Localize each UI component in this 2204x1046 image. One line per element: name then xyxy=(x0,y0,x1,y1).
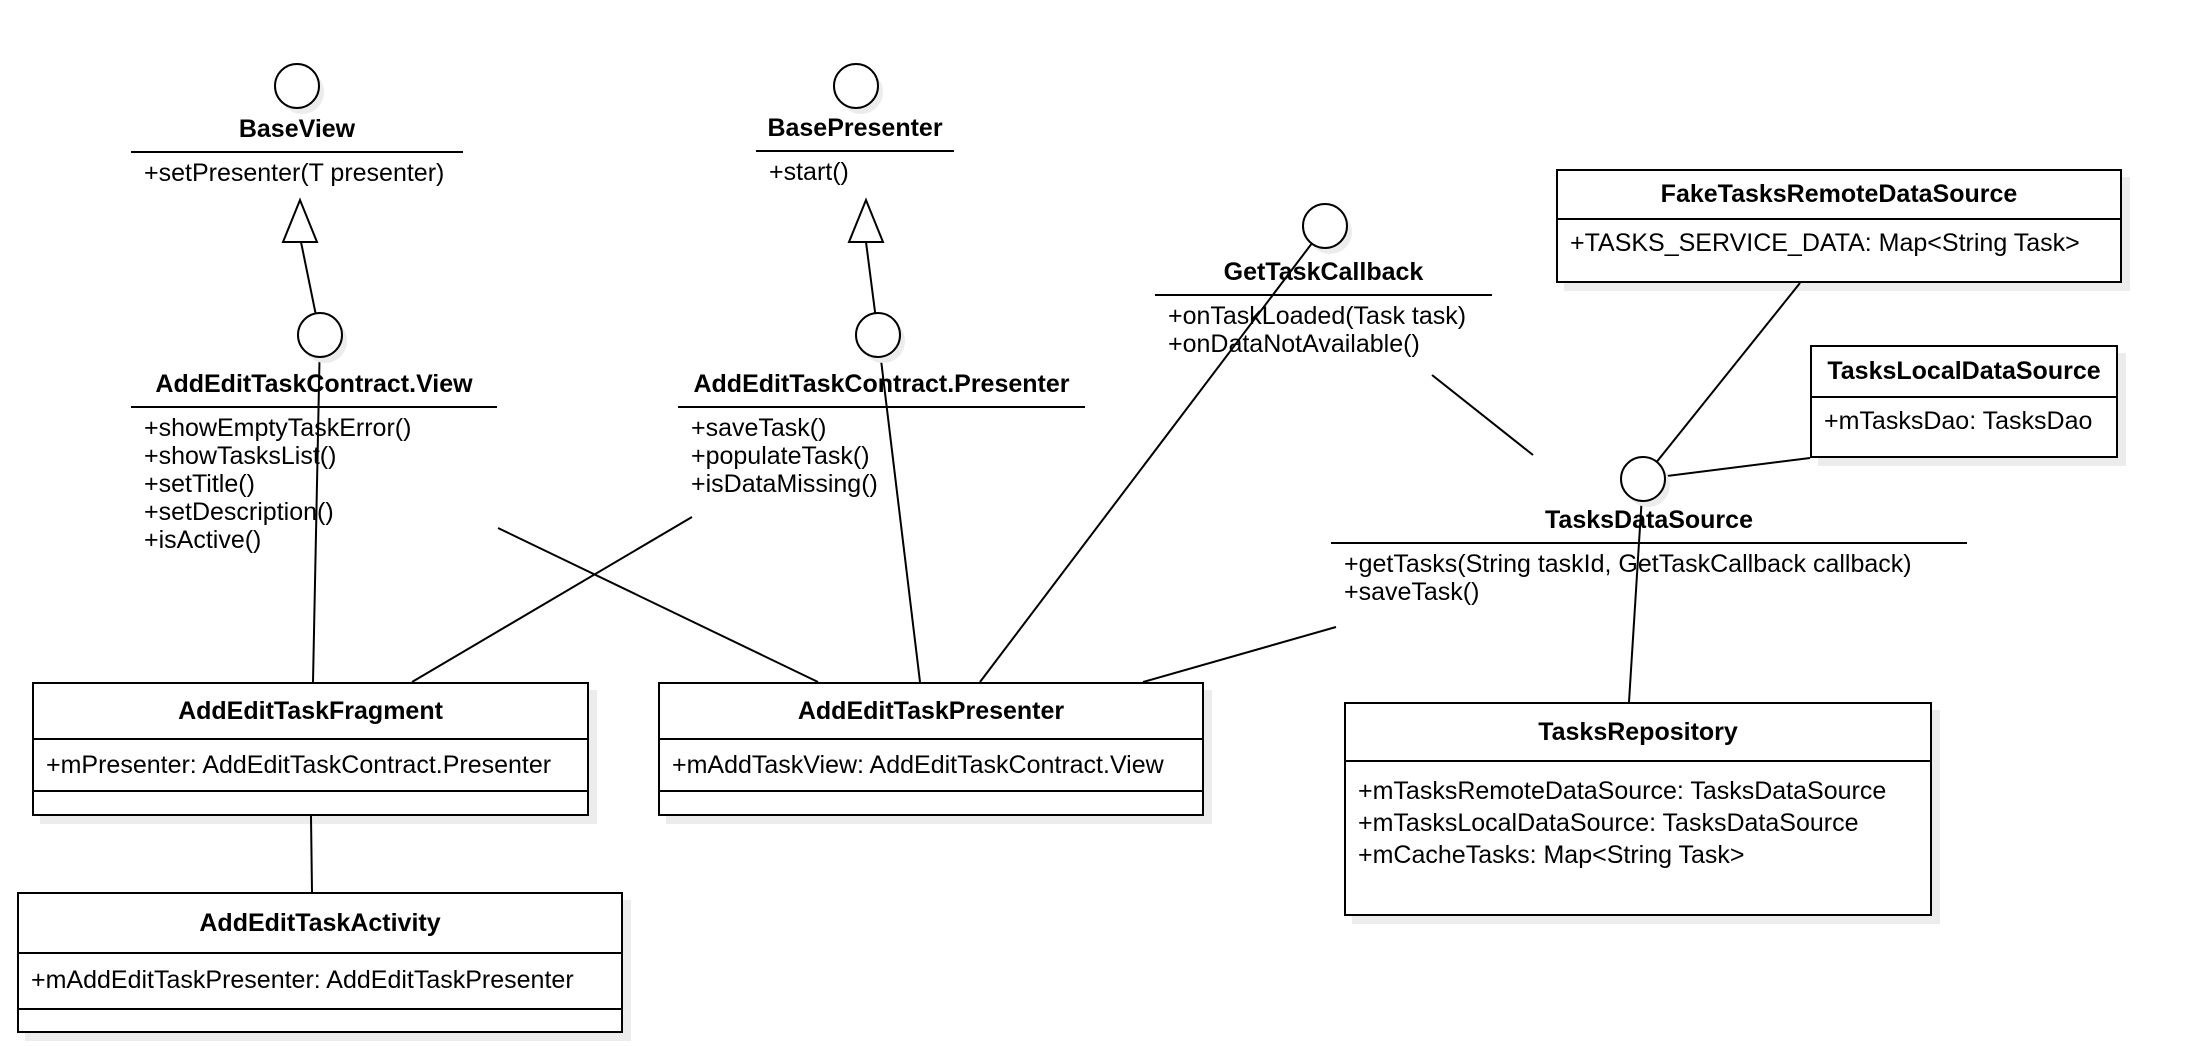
attribute-label: +TASKS_SERVICE_DATA: Map<String Task> xyxy=(1570,229,2080,257)
interface-node-baseview[interactable]: BaseView +setPresenter(T presenter) xyxy=(131,114,463,187)
interface-name: BaseView xyxy=(131,114,463,153)
interface-circle-baseview[interactable] xyxy=(274,63,320,109)
method-label: +onDataNotAvailable() xyxy=(1168,330,1420,358)
class-node-addedittaskfragment[interactable]: AddEditTaskFragment +mPresenter: AddEdit… xyxy=(32,682,589,816)
class-node-tasksrepository[interactable]: TasksRepository +mTasksRemoteDataSource:… xyxy=(1344,702,1932,916)
connector-presenterbox-tasksdatasource[interactable] xyxy=(1142,626,1337,683)
class-node-faketasksremotedatasource[interactable]: FakeTasksRemoteDataSource +TASKS_SERVICE… xyxy=(1556,169,2122,283)
method-label: +start() xyxy=(769,158,849,186)
circle-shadow xyxy=(1626,463,1670,507)
attribute-label: +mTasksLocalDataSource: TasksDataSource xyxy=(1358,809,1859,837)
methods-compartment-empty xyxy=(660,790,1202,814)
interface-circle-contractview[interactable] xyxy=(297,312,343,358)
class-node-taskslocaldatasource[interactable]: TasksLocalDataSource +mTasksDao: TasksDa… xyxy=(1810,345,2118,458)
class-name: TasksRepository xyxy=(1346,704,1930,762)
attribute-label: +mTasksDao: TasksDao xyxy=(1824,407,2093,435)
interface-node-gettaskcallback[interactable]: GetTaskCallback +onTaskLoaded(Task task)… xyxy=(1155,257,1492,358)
interface-name: TasksDataSource xyxy=(1331,505,1967,544)
interface-node-addedittaskcontract-view[interactable]: AddEditTaskContract.View +showEmptyTaskE… xyxy=(131,369,497,554)
circle-shadow xyxy=(861,319,905,363)
circle-shadow xyxy=(303,319,347,363)
class-node-addedittaskpresenter[interactable]: AddEditTaskPresenter +mAddTaskView: AddE… xyxy=(658,682,1204,816)
attribute-label: +mCacheTasks: Map<String Task> xyxy=(1358,841,1745,869)
connector-gettaskcallback-tasksdatasource[interactable] xyxy=(1431,374,1534,456)
method-label: +getTasks(String taskId, GetTaskCallback… xyxy=(1344,550,1912,578)
method-label: +showEmptyTaskError() xyxy=(144,414,412,442)
connector-contractview-presenterbox[interactable] xyxy=(497,527,819,683)
class-node-addedittaskactivity[interactable]: AddEditTaskActivity +mAddEditTaskPresent… xyxy=(17,892,623,1033)
attribute-label: +mAddEditTaskPresenter: AddEditTaskPrese… xyxy=(31,966,574,994)
attribute-label: +mPresenter: AddEditTaskContract.Present… xyxy=(46,751,552,779)
class-name: AddEditTaskActivity xyxy=(19,894,621,954)
method-label: +isActive() xyxy=(144,526,262,554)
method-label: +isDataMissing() xyxy=(691,470,878,498)
connector-fakeremote-tasksdatasource[interactable] xyxy=(1642,282,1801,480)
circle-shadow xyxy=(839,70,883,114)
method-label: +setPresenter(T presenter) xyxy=(144,159,445,187)
class-name: AddEditTaskFragment xyxy=(34,684,587,740)
class-name: FakeTasksRemoteDataSource xyxy=(1558,171,2120,220)
method-label: +setTitle() xyxy=(144,470,255,498)
interface-circle-contractpresenter[interactable] xyxy=(855,312,901,358)
interface-circle-tasksdatasource[interactable] xyxy=(1620,456,1666,502)
interface-name: AddEditTaskContract.View xyxy=(131,369,497,408)
connector-local-tasksdatasource[interactable] xyxy=(1642,457,1811,480)
connector-fragment-activity[interactable] xyxy=(310,815,313,893)
circle-shadow xyxy=(1308,210,1352,254)
class-name: AddEditTaskPresenter xyxy=(660,684,1202,740)
interface-node-tasksdatasource[interactable]: TasksDataSource +getTasks(String taskId,… xyxy=(1331,505,1967,606)
attribute-label: +mAddTaskView: AddEditTaskContract.View xyxy=(672,751,1164,779)
connector-presenter-generalization-stem[interactable] xyxy=(865,241,879,336)
methods-compartment-empty xyxy=(34,790,587,814)
method-label: +populateTask() xyxy=(691,442,870,470)
method-label: +setDescription() xyxy=(144,498,334,526)
methods-compartment-empty xyxy=(19,1008,621,1031)
generalization-arrow-basepresenter[interactable] xyxy=(847,197,885,243)
attribute-label: +mTasksRemoteDataSource: TasksDataSource xyxy=(1358,777,1887,805)
method-label: +onTaskLoaded(Task task) xyxy=(1168,302,1467,330)
interface-circle-gettaskcallback[interactable] xyxy=(1302,203,1348,249)
interface-name: BasePresenter xyxy=(756,113,954,152)
circle-shadow xyxy=(280,70,324,114)
connector-view-generalization-stem[interactable] xyxy=(300,241,321,336)
generalization-arrow-baseview[interactable] xyxy=(281,197,319,243)
method-label: +showTasksList() xyxy=(144,442,337,470)
interface-node-addedittaskcontract-presenter[interactable]: AddEditTaskContract.Presenter +saveTask(… xyxy=(678,369,1085,498)
interface-node-basepresenter[interactable]: BasePresenter +start() xyxy=(756,113,954,186)
method-label: +saveTask() xyxy=(1344,578,1480,606)
method-label: +saveTask() xyxy=(691,414,827,442)
interface-circle-basepresenter[interactable] xyxy=(833,63,879,109)
class-name: TasksLocalDataSource xyxy=(1812,347,2116,398)
interface-name: AddEditTaskContract.Presenter xyxy=(678,369,1085,408)
interface-name: GetTaskCallback xyxy=(1155,257,1492,296)
